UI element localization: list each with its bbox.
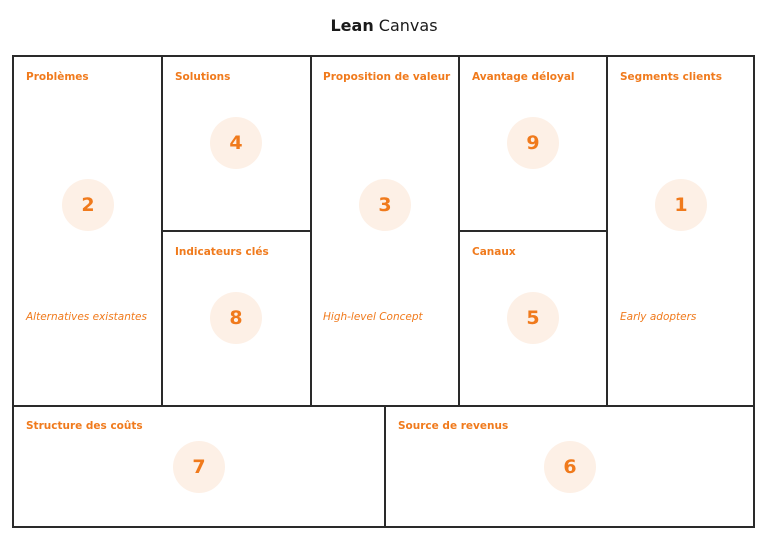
divider [606,57,608,406]
page-title: Lean Canvas [0,16,768,35]
problemes-number: 2 [62,179,114,231]
divider [459,230,607,232]
avantage-number: 9 [507,117,559,169]
divider [310,57,312,406]
title-rest: Canvas [378,16,438,35]
revenus-label: Source de revenus [398,420,509,432]
couts-label: Structure des coûts [26,420,143,432]
indicateurs-number: 8 [210,292,262,344]
proposition-label: Proposition de valeur [323,71,451,83]
avantage-label: Avantage déloyal [472,71,575,83]
problemes-sub: Alternatives existantes [26,311,147,323]
revenus-number: 6 [544,441,596,493]
title-bold: Lean [330,16,374,35]
couts-number: 7 [173,441,225,493]
proposition-number: 3 [359,179,411,231]
segments-label: Segments clients [620,71,722,83]
indicateurs-label: Indicateurs clés [175,246,269,258]
solutions-label: Solutions [175,71,231,83]
divider [162,230,311,232]
solutions-number: 4 [210,117,262,169]
canaux-label: Canaux [472,246,516,258]
lean-canvas-grid: Problèmes 2 Alternatives existantes Solu… [12,55,755,528]
proposition-sub: High-level Concept [323,311,423,323]
segments-sub: Early adopters [620,311,697,323]
problemes-label: Problèmes [26,71,89,83]
divider [384,406,386,528]
canaux-number: 5 [507,292,559,344]
segments-number: 1 [655,179,707,231]
